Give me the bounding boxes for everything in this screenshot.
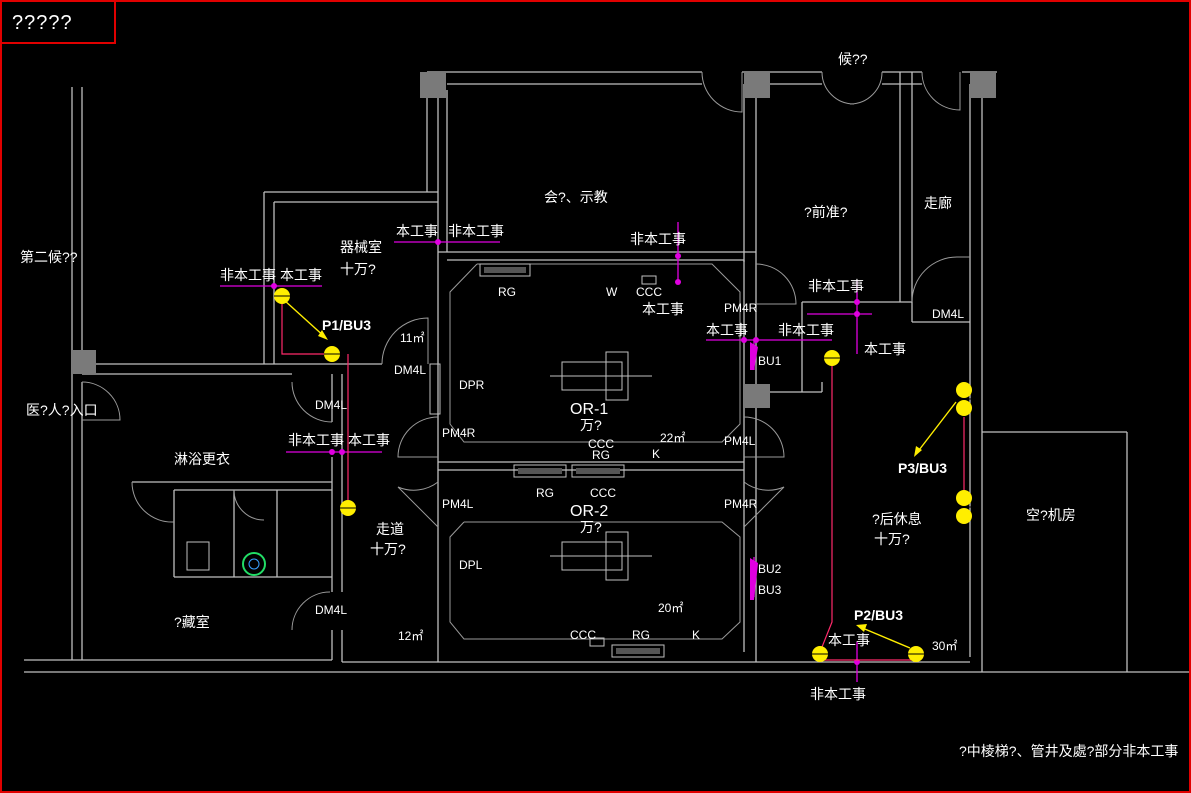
title-block: ????? [2,2,116,44]
unit-symbols [274,288,972,662]
walls [24,71,1189,673]
area-12: 12㎡ [398,629,423,643]
room-waiting-top: 候?? [838,51,868,67]
label-rg-2: RG [592,448,610,462]
scope-out-5: 非本工事 [808,278,864,294]
drawing-note: ?中棱梯?、管井及處?部分非本工事 [959,743,1178,759]
room-or2-area: 20㎡ [658,601,683,615]
room-aisle-class: 十万? [370,541,406,557]
scope-lines [220,222,872,682]
scope-in-1: 本工事 [280,267,322,283]
room-meeting: 会?、示教 [544,189,608,205]
unit-p1: P1/BU3 [322,317,371,333]
label-dm4l-4: DM4L [315,603,347,617]
label-rg-1: RG [498,285,516,299]
label-pm4l-2: PM4L [724,434,756,448]
room-ac: 空?机房 [1026,507,1076,523]
label-ccc-3: CCC [590,486,616,500]
room-waiting2: 第二候?? [20,249,78,265]
area-30: 30㎡ [932,639,957,653]
doors [81,71,970,631]
label-pm4r-1: PM4R [724,301,758,315]
room-shower: 淋浴更衣 [174,451,230,467]
scope-in-4: 本工事 [348,432,390,448]
label-pm4r-3: PM4R [724,497,758,511]
label-ccc-4: CCC [570,628,596,642]
room-rest: ?后休息 [872,511,922,527]
label-bu3: BU3 [758,583,782,597]
label-pm4r-2: PM4R [442,426,476,440]
label-k-2: K [692,628,700,642]
room-corridor: 走廊 [924,195,952,211]
label-bu1: BU1 [758,354,782,368]
room-or1-area: 22㎡ [660,431,685,445]
label-w: W [606,285,618,299]
scope-out-4: 非本工事 [288,432,344,448]
room-entrance: 医?人?入口 [26,402,98,418]
scope-out-7: 非本工事 [810,686,866,702]
scope-out-1: 非本工事 [220,267,276,283]
drawing-title: ????? [12,12,73,34]
scope-labels: 非本工事 本工事 本工事 非本工事 非本工事 本工事 非本工事 本工事 非本工事… [220,223,906,702]
duct-lines [281,302,965,661]
room-equipment: 器械室 [340,239,382,255]
label-dpl: DPL [459,558,483,572]
label-dm4l-3: DM4L [315,398,347,412]
room-or2-class: 万? [580,519,602,535]
label-k-1: K [652,447,660,461]
scope-out-3: 非本工事 [630,231,686,247]
room-labels: 第二候?? 器械室 十万? 会?、示教 ?前准? 走廊 候?? 医?人?入口 淋… [20,51,1076,653]
label-ccc-1: CCC [636,285,662,299]
label-bu2: BU2 [758,562,782,576]
label-ccc-2: CCC [588,437,614,451]
room-or2: OR-2 [570,503,608,520]
room-prep: ?前准? [804,204,848,220]
label-dm4l-2: DM4L [394,363,426,377]
label-dpr: DPR [459,378,485,392]
scope-in-5: 本工事 [706,322,748,338]
unit-p3: P3/BU3 [898,460,947,476]
room-aisle: 走道 [376,521,404,537]
scope-in-3: 本工事 [642,301,684,317]
room-or1: OR-1 [570,401,608,418]
label-rg-3: RG [536,486,554,500]
scope-out-2: 非本工事 [448,223,504,239]
unit-p2: P2/BU3 [854,607,903,623]
room-storage: ?藏室 [174,614,210,630]
columns [72,72,996,415]
room-equipment-class: 十万? [340,261,376,277]
equipment-labels: RG W CCC PM4R DM4L DM4L DM4L DM4L DPR DP… [315,285,964,642]
equipment [186,263,665,658]
unit-tags: P1/BU3 P3/BU3 P2/BU3 [322,317,947,623]
label-pm4l-1: PM4L [442,497,474,511]
label-dm4l-1: DM4L [932,307,964,321]
scope-in-7: 本工事 [828,632,870,648]
area-11: 11㎡ [400,331,424,345]
room-or1-class: 万? [580,417,602,433]
scope-in-6: 本工事 [864,341,906,357]
label-rg-4: RG [632,628,650,642]
scope-in-2: 本工事 [396,223,438,239]
room-rest-class: 十万? [874,531,910,547]
scope-out-6: 非本工事 [778,322,834,338]
